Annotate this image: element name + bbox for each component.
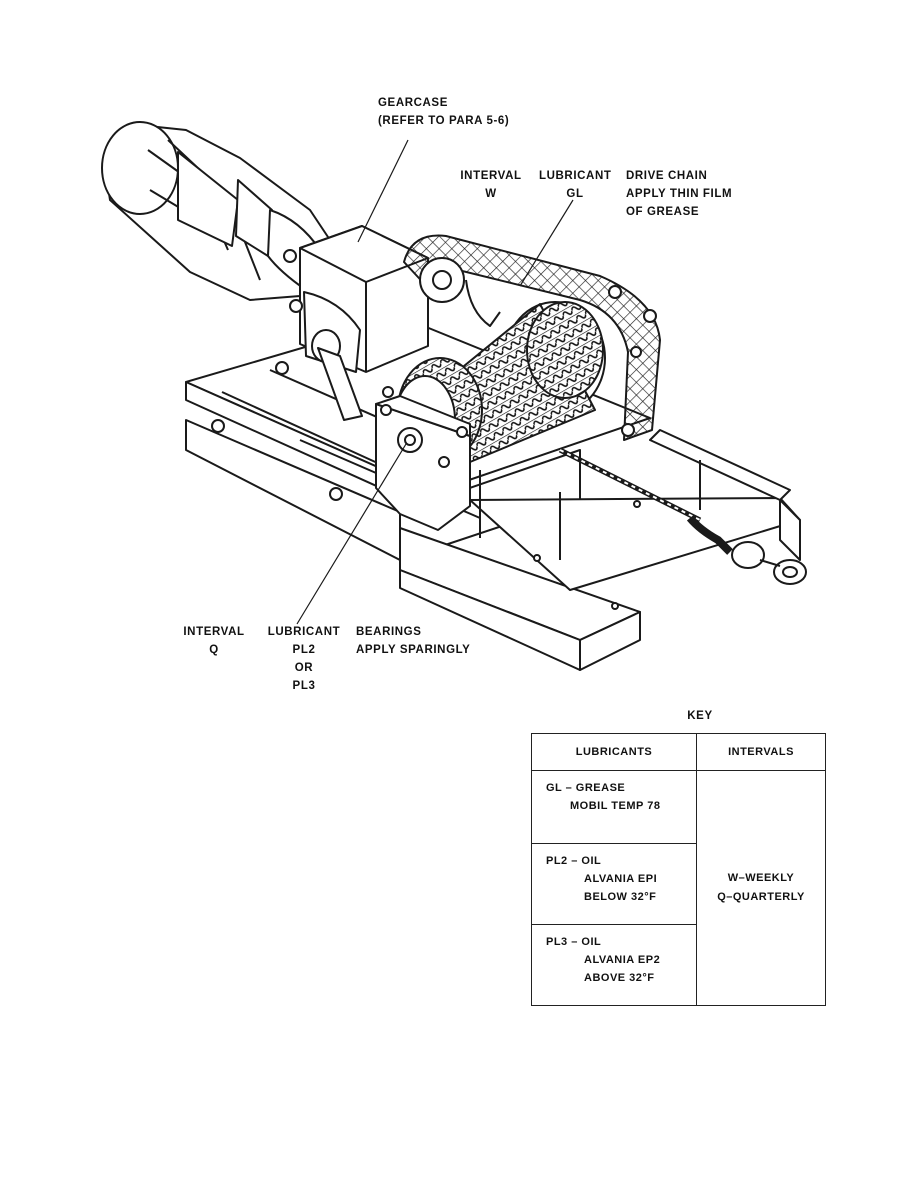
- lubricant-product: ALVANIA EP2: [584, 954, 661, 966]
- bearings-lubricant-value: PL3: [292, 680, 316, 692]
- drive-chain-note-line: DRIVE CHAIN: [626, 170, 708, 182]
- interval-weekly: W–WEEKLY: [727, 872, 795, 884]
- drive-chain-interval: INTERVAL W: [458, 167, 524, 203]
- key-intervals-cell: W–WEEKLY Q–QUARTERLY: [696, 770, 826, 1006]
- bearings-lubricant-value: OR: [294, 662, 314, 674]
- key-row: PL2 – OIL ALVANIA EPI BELOW 32°F: [531, 843, 826, 925]
- drive-chain-lubricant-header: LUBRICANT: [539, 170, 612, 182]
- bearings-note: BEARINGS APPLY SPARINGLY: [356, 623, 470, 659]
- key-header-intervals: INTERVALS: [696, 733, 826, 771]
- lubricant-product: MOBIL TEMP 78: [570, 800, 661, 812]
- lubricant-code: PL3 – OIL: [546, 936, 602, 948]
- interval-quarterly: Q–QUARTERLY: [717, 891, 805, 903]
- mounting-bolts: [211, 285, 657, 610]
- key-row: PL3 – OIL ALVANIA EP2 ABOVE 32°F: [531, 924, 826, 1006]
- drive-chain-note: DRIVE CHAIN APPLY THIN FILM OF GREASE: [626, 167, 732, 221]
- drive-chain-note-line: APPLY THIN FILM: [626, 188, 733, 200]
- lubricant-temperature: BELOW 32°F: [584, 891, 657, 903]
- drive-chain-guard: [403, 234, 661, 441]
- drive-chain-interval-header: INTERVAL: [460, 170, 522, 182]
- motor: [101, 121, 331, 301]
- drive-chain-lubricant: LUBRICANT GL: [539, 167, 611, 203]
- bearings-interval-header: INTERVAL: [183, 626, 245, 638]
- key-row: GL – GREASE MOBIL TEMP 78 W–WEEKLY Q–QUA…: [531, 770, 826, 1006]
- bearings-note-line: APPLY SPARINGLY: [356, 644, 471, 656]
- leader-lines: [296, 139, 574, 625]
- lubricant-code: GL – GREASE: [546, 782, 626, 794]
- bearings-lubricant: LUBRICANT PL2 OR PL3: [266, 623, 342, 695]
- drive-chain-lubricant-value: GL: [566, 188, 584, 200]
- lubricant-temperature: ABOVE 32°F: [584, 972, 655, 984]
- key-title: KEY: [687, 710, 713, 722]
- gearcase-reference: (REFER TO PARA 5-6): [378, 115, 510, 127]
- key-lubricant-gl: GL – GREASE MOBIL TEMP 78: [531, 770, 697, 844]
- drive-chain-interval-value: W: [485, 188, 497, 200]
- bearings-interval: INTERVAL Q: [180, 623, 248, 659]
- lubricant-product: ALVANIA EPI: [584, 873, 658, 885]
- bearings-note-line: BEARINGS: [356, 626, 422, 638]
- bearing-pedestal: [375, 395, 471, 531]
- gearcase-label: GEARCASE: [378, 97, 448, 109]
- lubricant-code: PL2 – OIL: [546, 855, 602, 867]
- gearcase-callout: GEARCASE (REFER TO PARA 5-6): [378, 94, 509, 130]
- wire-rope-and-hook: [558, 447, 807, 585]
- key-lubricant-pl3: PL3 – OIL ALVANIA EP2 ABOVE 32°F: [531, 924, 697, 1006]
- bearings-interval-value: Q: [209, 644, 219, 656]
- key-header-row: LUBRICANTS INTERVALS: [531, 733, 826, 771]
- lubrication-key-table: LUBRICANTS INTERVALS GL – GREASE MOBIL T…: [531, 733, 826, 1006]
- bearings-lubricant-header: LUBRICANT: [267, 626, 341, 638]
- drive-chain-note-line: OF GREASE: [626, 206, 700, 218]
- key-header-lubricants: LUBRICANTS: [531, 733, 697, 771]
- key-lubricant-pl2: PL2 – OIL ALVANIA EPI BELOW 32°F: [531, 843, 697, 925]
- bearings-lubricant-value: PL2: [292, 644, 316, 656]
